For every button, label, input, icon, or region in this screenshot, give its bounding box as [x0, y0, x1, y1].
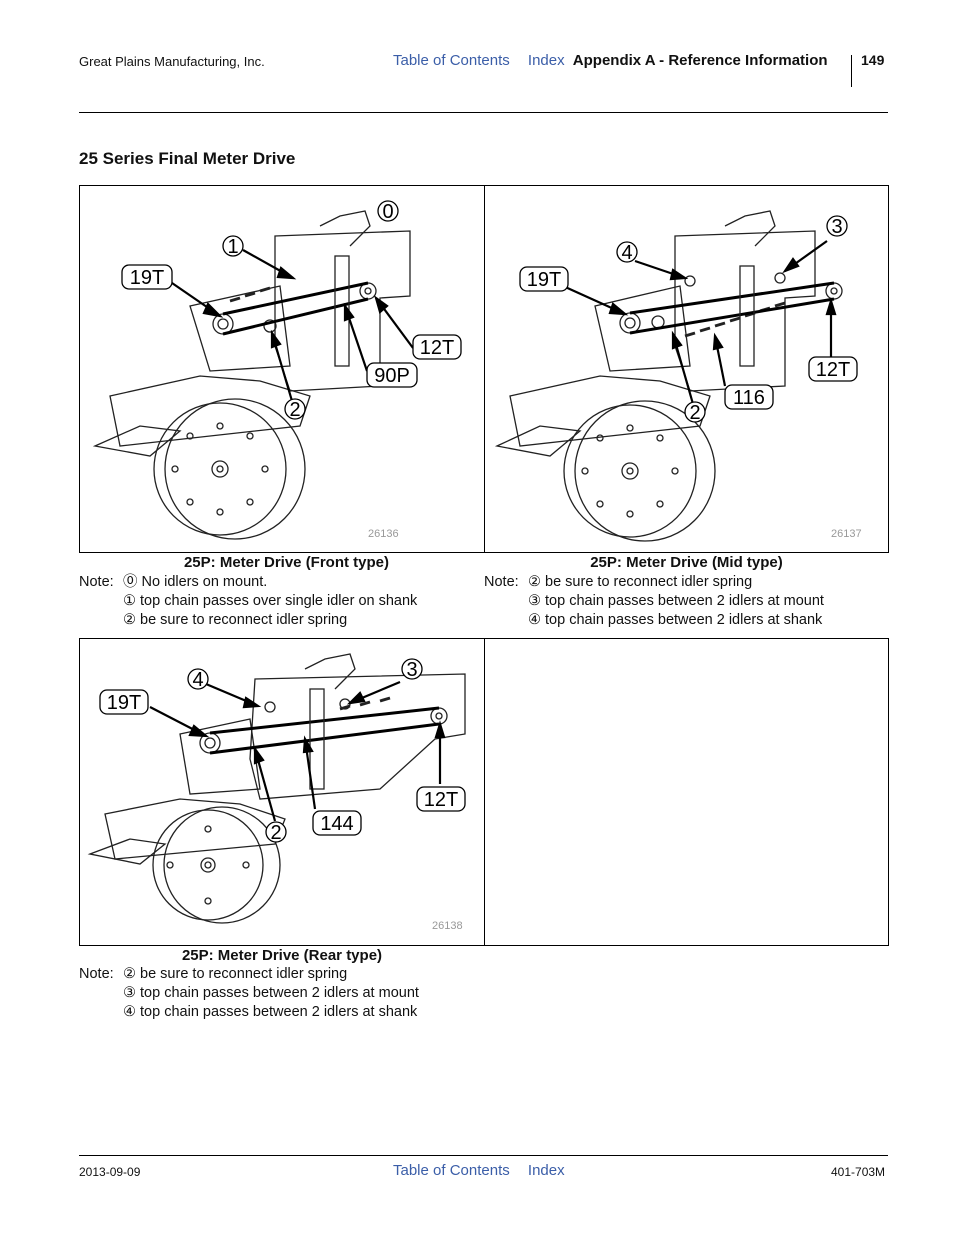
callout-19t: 19T — [130, 267, 164, 289]
empty-figure-box — [484, 638, 889, 946]
callout-2: 2 — [289, 399, 300, 421]
note-line: ① top chain passes over single idler on … — [123, 593, 418, 609]
note-line: ③ top chain passes between 2 idlers at m… — [528, 593, 824, 609]
note-label: Note: — [484, 574, 519, 590]
header-rule — [79, 112, 888, 113]
callout-2: 2 — [689, 402, 700, 424]
section-title: Appendix A - Reference Information — [572, 52, 828, 69]
notes-rear-type: Note: ② be sure to reconnect idler spring… — [79, 965, 484, 1022]
note-label: Note: — [79, 574, 114, 590]
mid-type-illustration: 3 4 19T 12T 116 2 26137 — [494, 210, 862, 542]
figure-rear-type: 4 3 19T 12T 144 2 26138 — [79, 638, 485, 946]
callout-144: 144 — [320, 813, 353, 835]
footer-rule — [79, 1155, 888, 1156]
callout-4: 4 — [621, 242, 632, 264]
figure-number: 26137 — [831, 528, 862, 540]
callout-3: 3 — [831, 216, 842, 238]
callout-4: 4 — [192, 669, 203, 691]
note-line: ④ top chain passes between 2 idlers at s… — [123, 1004, 418, 1020]
figure-number: 26138 — [432, 920, 463, 932]
note-line: ③ top chain passes between 2 idlers at m… — [123, 985, 419, 1001]
footer-date: 2013-09-09 — [79, 1165, 141, 1179]
note-label: Note: — [79, 966, 114, 982]
callout-19t: 19T — [107, 692, 141, 714]
callout-2: 2 — [270, 822, 281, 844]
callout-12t: 12T — [420, 337, 454, 359]
figure-mid-type: 3 4 19T 12T 116 2 26137 — [484, 185, 889, 553]
page-number: 149 — [861, 52, 885, 68]
note-line: ② be sure to reconnect idler spring — [528, 574, 753, 590]
company-name: Great Plains Manufacturing, Inc. — [79, 54, 265, 69]
notes-mid-type: Note: ② be sure to reconnect idler spring… — [484, 573, 889, 630]
callout-19t: 19T — [527, 269, 561, 291]
caption-rear-type: 25P: Meter Drive (Rear type) — [181, 947, 383, 964]
note-line: ② be sure to reconnect idler spring — [123, 966, 348, 982]
rear-type-illustration: 4 3 19T 12T 144 2 26138 — [87, 653, 466, 932]
note-line: ④ top chain passes between 2 idlers at s… — [528, 612, 823, 628]
header-nav: Table of Contents Index Appendix A - Ref… — [393, 52, 828, 69]
header-divider — [851, 55, 852, 87]
footer-doc-number: 401-703M — [831, 1165, 886, 1179]
callout-1: 1 — [227, 236, 238, 258]
figure-number: 26136 — [368, 528, 399, 540]
callout-90p: 90P — [374, 365, 410, 387]
callout-12t: 12T — [816, 359, 850, 381]
footer-nav: Table of Contents Index — [393, 1162, 579, 1179]
note-line: ② be sure to reconnect idler spring — [123, 612, 348, 628]
callout-3: 3 — [406, 659, 417, 681]
figure-front-type: 0 1 19T 12T 90P 2 26136 — [79, 185, 485, 553]
callout-12t: 12T — [424, 789, 458, 811]
callout-116: 116 — [733, 387, 765, 409]
index-link[interactable]: Index — [527, 1162, 565, 1179]
page-title: 25 Series Final Meter Drive — [79, 149, 296, 168]
callout-0: 0 — [382, 201, 393, 223]
toc-link[interactable]: Table of Contents — [393, 1162, 510, 1179]
note-line: ⓪ No idlers on mount. — [123, 574, 268, 590]
front-type-illustration: 0 1 19T 12T 90P 2 26136 — [92, 200, 462, 540]
caption-mid-type: 25P: Meter Drive (Mid type) — [590, 554, 783, 571]
index-link[interactable]: Index — [527, 52, 565, 69]
notes-front-type: Note: ⓪ No idlers on mount. ① top chain p… — [79, 573, 484, 630]
caption-front-type: 25P: Meter Drive (Front type) — [183, 554, 390, 571]
toc-link[interactable]: Table of Contents — [393, 52, 510, 69]
